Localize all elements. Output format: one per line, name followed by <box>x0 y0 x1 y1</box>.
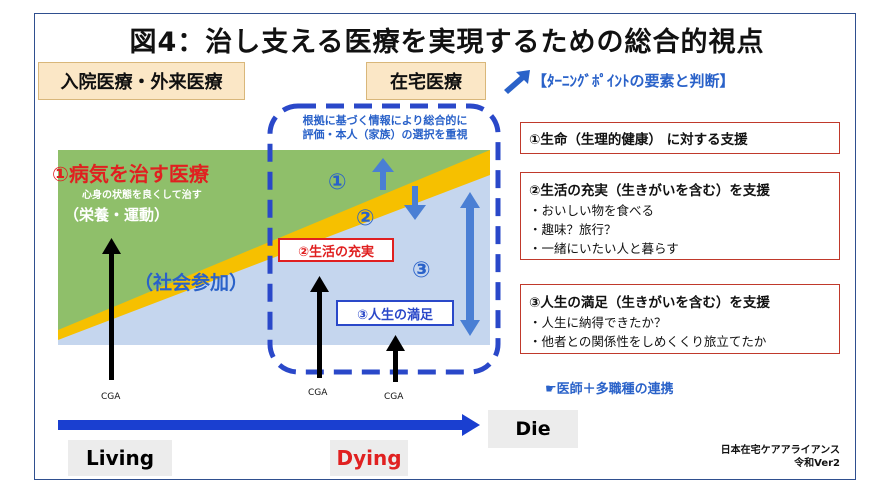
support-box-fulfillment: ②生活の充実（生きがいを含む）を支援 ・おいしい物を食べる ・趣味？旅行？ ・一… <box>520 172 840 260</box>
cga-label-2: CGA <box>308 388 328 398</box>
marker-3: ③ <box>412 258 431 283</box>
die-label: Die <box>488 410 578 448</box>
down-arrow-icon <box>404 186 426 220</box>
fulfillment-item-3: ・一緒にいたい人と暮らす <box>529 241 679 256</box>
home-care-dashed-frame <box>267 103 501 375</box>
dashed-note-line-2: 評価・本人（家族）の選択を重視 <box>302 128 468 141</box>
living-label: Living <box>68 440 172 476</box>
support-box-fulfillment-heading: ②生活の充実（生きがいを含む）を支援 <box>529 183 770 199</box>
credit-line-1: 日本在宅ケアアライアンス <box>720 445 840 456</box>
slide-title: 図4：治し支える医療を実現するための総合的視点 <box>129 27 765 58</box>
social-label: （社会参加） <box>134 272 249 294</box>
fulfillment-item-2: ・趣味？旅行？ <box>529 222 617 237</box>
collaboration-note: ☛医師＋多職種の連携 <box>545 382 674 397</box>
hospital-care-tag: 入院医療・外来医療 <box>38 62 245 100</box>
support-box-satisfaction-heading: ③人生の満足（生きがいを含む）を支援 <box>529 295 770 311</box>
dashed-frame-note: 根拠に基づく情報により総合的に 評価・本人（家族）の選択を重視 <box>280 114 490 142</box>
dying-label: Dying <box>330 440 408 476</box>
support-box-life: ①生命（生理的健康） に対する支援 <box>520 122 840 154</box>
cga-arrow-1 <box>102 238 121 380</box>
turning-point-heading: 【ﾀｰﾆﾝｸﾞﾎﾟｲﾝﾄの要素と判断】 <box>532 72 735 90</box>
credit: 日本在宅ケアアライアンス 令和Ver2 <box>690 444 840 470</box>
timeline-arrow <box>58 414 480 436</box>
turning-arrow-icon <box>504 70 530 94</box>
cga-label-3: CGA <box>384 392 404 402</box>
up-arrow-icon <box>372 158 394 190</box>
support-box-life-heading: ①生命（生理的健康） に対する支援 <box>529 132 748 148</box>
cga-label-1: CGA <box>101 392 121 402</box>
fulfillment-item-1: ・おいしい物を食べる <box>529 203 655 218</box>
cure-sublabel: 心身の状態を良くして治す <box>82 190 202 201</box>
satisfaction-item-1: ・人生に納得できたか？ <box>529 315 667 330</box>
life-satisfaction-box: ③人生の満足 <box>336 300 454 326</box>
cga-arrow-2 <box>310 276 329 378</box>
dashed-note-line-1: 根拠に基づく情報により総合的に <box>302 114 468 127</box>
nutrition-label: （栄養・運動） <box>64 206 170 224</box>
life-fulfillment-region <box>58 150 490 340</box>
cure-label: ①病気を治す医療 <box>52 162 209 186</box>
double-arrow-icon <box>460 192 480 336</box>
satisfaction-item-2: ・他者との関係性をしめくくり旅立てたか <box>529 334 767 349</box>
marker-2: ② <box>356 206 375 231</box>
cga-arrow-3 <box>386 335 405 382</box>
home-care-tag: 在宅医療 <box>366 62 486 100</box>
life-fulfillment-box: ②生活の充実 <box>278 238 394 262</box>
credit-line-2: 令和Ver2 <box>794 458 840 469</box>
marker-1: ① <box>328 170 347 195</box>
slide-frame <box>34 13 856 480</box>
support-box-satisfaction: ③人生の満足（生きがいを含む）を支援 ・人生に納得できたか？ ・他者との関係性を… <box>520 284 840 354</box>
